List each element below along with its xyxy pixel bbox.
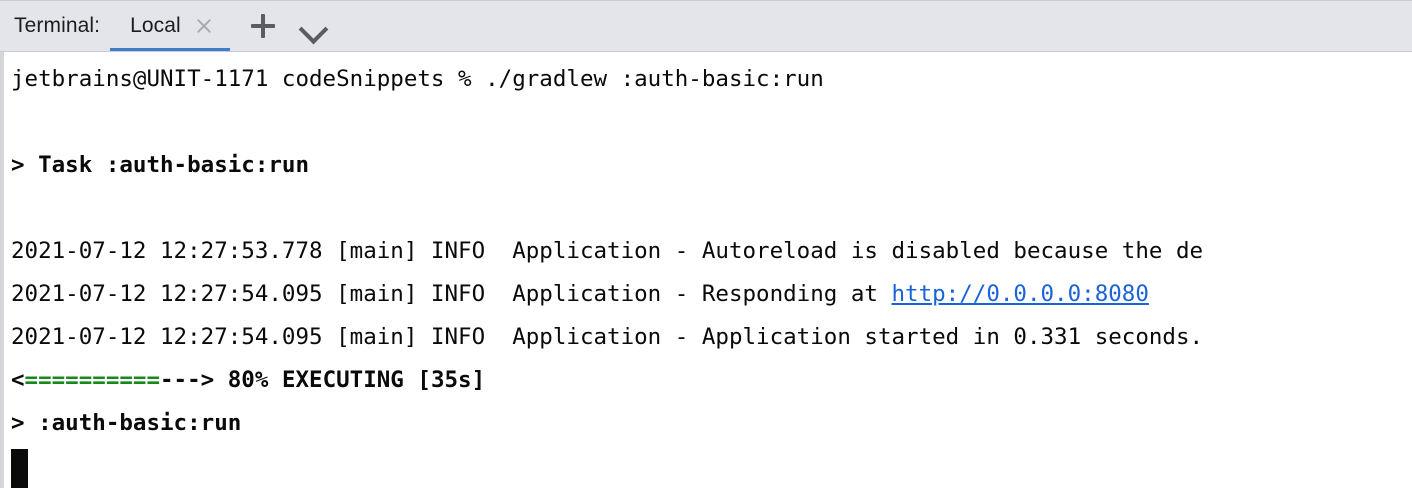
terminal-title: Terminal: — [14, 14, 101, 37]
plus-icon[interactable] — [242, 5, 284, 47]
terminal-output[interactable]: jetbrains@UNIT-1171 codeSnippets % ./gra… — [0, 52, 1412, 488]
terminal-blank-line — [4, 187, 1412, 230]
close-icon[interactable] — [194, 16, 214, 36]
progress-space-1 — [214, 367, 228, 393]
terminal-blank-line — [4, 101, 1412, 144]
progress-space-3 — [404, 367, 418, 393]
progress-elapsed: [35s] — [417, 367, 486, 393]
progress-percent: 80% — [227, 367, 269, 393]
terminal-prompt-line: jetbrains@UNIT-1171 codeSnippets % ./gra… — [11, 66, 824, 92]
terminal-log-line-3: 2021-07-12 12:27:54.095 [main] INFO Appl… — [11, 324, 1204, 350]
progress-space-2 — [268, 367, 282, 393]
terminal-task-line: > Task :auth-basic:run — [11, 152, 310, 178]
progress-bar-empty: ---> — [160, 367, 215, 393]
terminal-log-line-2: 2021-07-12 12:27:54.095 [main] INFO Appl… — [4, 273, 1412, 316]
cursor-block — [11, 449, 28, 488]
terminal-cursor-line — [4, 445, 1412, 488]
terminal-tab-bar: Terminal: Local — [0, 0, 1412, 52]
chevron-down-icon[interactable] — [292, 5, 334, 47]
tab-local-label: Local — [130, 14, 181, 37]
server-url-link[interactable]: http://0.0.0.0:8080 — [891, 281, 1149, 307]
progress-bar-filled: ========== — [24, 367, 161, 393]
progress-status: EXECUTING — [281, 367, 404, 393]
tab-local[interactable]: Local — [110, 1, 230, 51]
terminal-current-task-line: > :auth-basic:run — [11, 410, 242, 436]
log-line-2-prefix: 2021-07-12 12:27:54.095 [main] INFO Appl… — [11, 281, 892, 307]
progress-bar-open: < — [11, 367, 25, 393]
terminal-log-line-1: 2021-07-12 12:27:53.778 [main] INFO Appl… — [11, 238, 1204, 264]
terminal-progress-line: <==========---> 80% EXECUTING [35s] — [4, 359, 1412, 402]
